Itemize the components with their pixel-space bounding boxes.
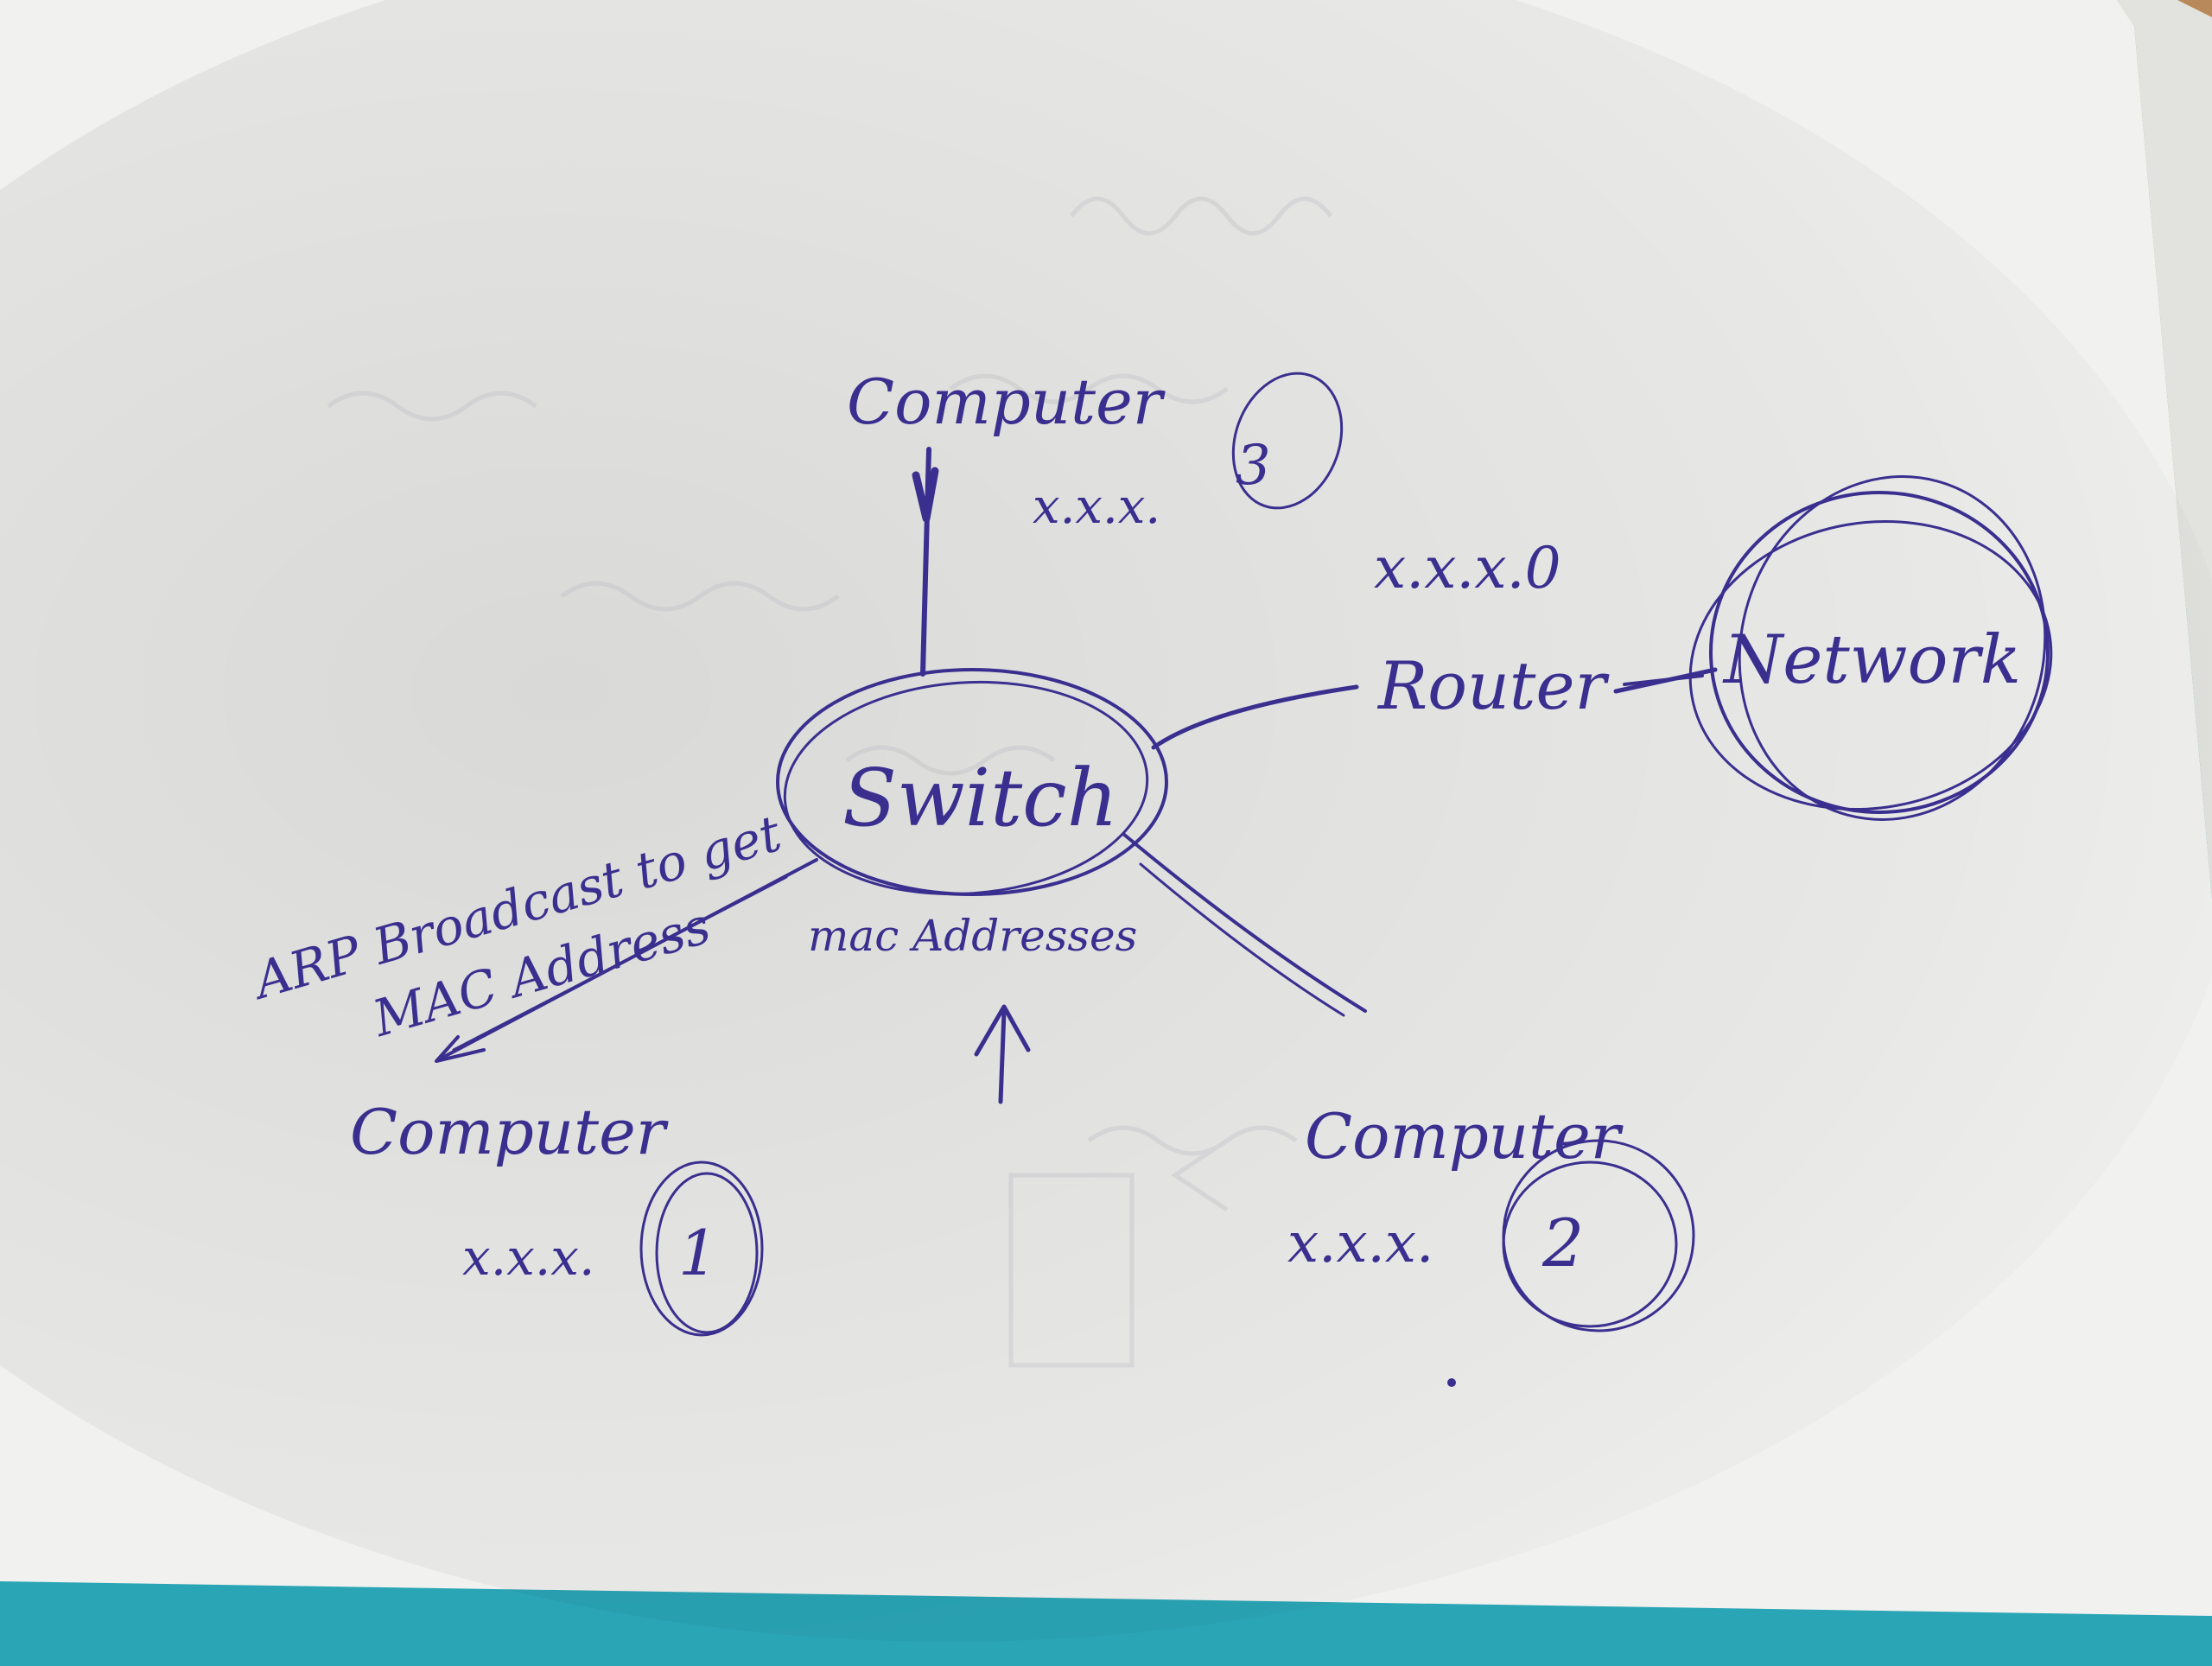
- switch-ellipse-2: [783, 680, 1149, 896]
- computer-left-ip-suffix: 1: [678, 1217, 718, 1289]
- switch-label: Switch: [842, 752, 1118, 844]
- computer-top-ip-suffix: 3: [1236, 434, 1271, 498]
- switch-node: Switch mac Addresses: [776, 668, 1168, 961]
- show-through-marks: [327, 196, 1332, 1368]
- computer-right-ip-circle-2: [1502, 1139, 1695, 1332]
- link-switch-computer-right-stroke2: [1139, 862, 1345, 1017]
- ink-dot: [1447, 1378, 1456, 1387]
- network-circle-3: [1688, 519, 2053, 811]
- link-switch-computer-left-stroke2: [452, 875, 788, 1052]
- paper-underlay: [2117, 0, 2212, 899]
- link-switch-computer-right: [1122, 832, 1367, 1013]
- network-circle-1: [1709, 491, 2050, 814]
- computer-right-ip: x.x.x.: [1287, 1211, 1433, 1275]
- computer-top-node: Computer x.x.x. 3: [847, 366, 1344, 535]
- network-node: Network: [1688, 475, 2053, 821]
- network-label: Network: [1722, 621, 2021, 699]
- computer-left-label: Computer: [350, 1096, 669, 1168]
- router-label: Router: [1376, 647, 1610, 724]
- computer-left-node: Computer x.x.x. 1: [350, 1096, 764, 1337]
- computer-top-ip: x.x.x.: [1033, 479, 1160, 535]
- arrowhead-left: [435, 1035, 486, 1063]
- computer-left-ip-circle-2: [655, 1172, 759, 1334]
- computer-left-ip: x.x.x.: [462, 1228, 594, 1287]
- network-circle-2: [1738, 475, 2047, 821]
- computer-right-node: Computer x.x.x. 2: [1287, 1100, 1695, 1332]
- computer-left-ip-circle: [639, 1160, 764, 1337]
- link-switch-computer-top: [920, 447, 931, 677]
- computer-right-label: Computer: [1305, 1100, 1624, 1173]
- switch-mac-label: mac Addresses: [808, 911, 1137, 961]
- router-ip: x.x.x.0: [1374, 535, 1561, 601]
- arrowhead-top: [912, 467, 939, 523]
- link-switch-router: [1151, 684, 1359, 750]
- router-node: x.x.x.0 Router: [1374, 535, 1610, 724]
- computer-top-ip-circle: [1231, 372, 1344, 510]
- computer-right-ip-suffix: 2: [1541, 1205, 1584, 1281]
- up-arrow: [974, 1004, 1031, 1104]
- computer-top-label: Computer: [847, 366, 1166, 438]
